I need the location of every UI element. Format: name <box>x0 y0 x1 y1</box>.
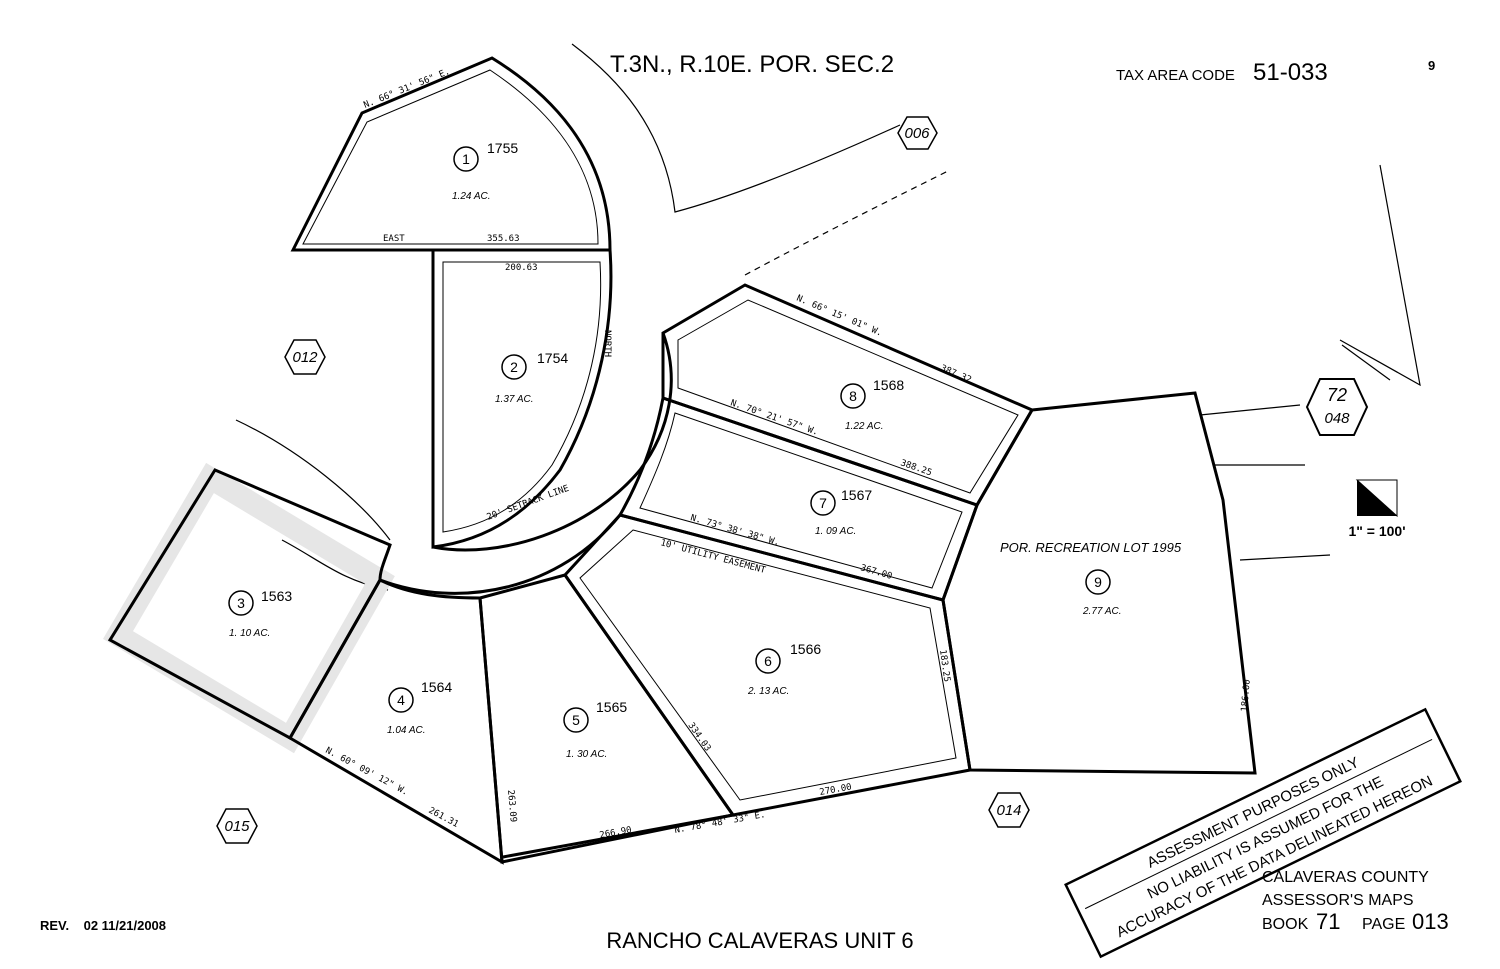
parcel-7-label[interactable]: 7 1567 1. 09 AC. <box>810 487 872 537</box>
dim-label: N. 73° 38' 38" W. <box>689 513 780 548</box>
parcel-1-boundary <box>290 56 612 252</box>
hex-label-015: 015 <box>224 818 250 835</box>
revision-note: REV. 02 11/21/2008 <box>40 918 166 933</box>
hex-marker-015[interactable]: 015 <box>216 808 258 844</box>
hex-label-012: 012 <box>292 349 318 366</box>
north-arrow-icon <box>1355 479 1398 518</box>
dim-label: N. 66° 31' 56" E. <box>362 67 451 111</box>
parcel-5-label[interactable]: 5 1565 1. 30 AC. <box>563 699 627 760</box>
parcel-number: 6 <box>764 653 772 669</box>
dim-label: N. 70° 21' 57" W. <box>729 398 819 437</box>
road-lines <box>235 43 1421 591</box>
parcel-lot: 1568 <box>873 377 904 393</box>
parcel-9-boundary <box>941 391 1257 775</box>
hex-label-72: 72 <box>1327 385 1347 405</box>
parcel-acres: 1.37 AC. <box>495 394 534 405</box>
parcel-4-boundary <box>287 578 504 865</box>
parcel-lot: 1564 <box>421 679 452 695</box>
parcel-number: 4 <box>397 692 405 708</box>
dim-label: 263.09 <box>505 789 518 822</box>
dim-label: N. 66° 15' 01" W. <box>795 294 884 339</box>
page-label: PAGE <box>1362 916 1405 933</box>
parcel-1-label[interactable]: 1 1755 1.24 AC. <box>452 140 518 202</box>
parcel-lot-label: POR. RECREATION LOT 1995 <box>1000 540 1182 555</box>
parcel-6-boundary <box>563 513 972 817</box>
parcel-3-boundary <box>107 468 392 741</box>
hex-label-014: 014 <box>996 802 1021 819</box>
parcel-number: 7 <box>819 495 827 511</box>
parcel-acres: 2. 13 AC. <box>747 686 789 697</box>
book-label: BOOK <box>1262 916 1309 933</box>
parcel-acres: 1.04 AC. <box>387 725 426 736</box>
parcel-2-boundary <box>431 248 613 549</box>
parcel-number: 8 <box>849 388 857 404</box>
parcel-boundaries <box>107 56 1257 865</box>
parcel-acres: 1.22 AC. <box>845 421 884 432</box>
book-number: 71 <box>1316 909 1340 934</box>
parcel-6-label[interactable]: 6 1566 2. 13 AC. <box>747 641 821 697</box>
parcel-acres: 2.77 AC. <box>1082 606 1122 617</box>
parcel-number: 2 <box>510 359 518 375</box>
dim-label: 355.63 <box>487 234 520 244</box>
parcel-lot: 1565 <box>596 699 627 715</box>
parcel-8-label[interactable]: 8 1568 1.22 AC. <box>840 377 904 432</box>
dimension-labels: EAST 355.63 200.63 N. 66° 31' 56" E. NOR… <box>324 67 1253 841</box>
parcel-lot: 1754 <box>537 350 568 366</box>
corner-number: 9 <box>1428 58 1435 73</box>
tax-area-label: TAX AREA CODE <box>1116 67 1235 84</box>
parcel-2-label[interactable]: 2 1754 1.37 AC. <box>495 350 568 405</box>
dim-label: N. 60° 09' 12" W. <box>324 746 410 798</box>
parcel-acres: 1. 09 AC. <box>815 526 856 537</box>
parcel-lot: 1563 <box>261 588 292 604</box>
dim-label: 388.25 <box>899 458 933 478</box>
dim-label: NORTH <box>602 330 612 357</box>
hex-label-006: 006 <box>904 125 930 142</box>
parcel-lot: 1755 <box>487 140 518 156</box>
parcel-number: 9 <box>1094 574 1102 590</box>
subdivision-title: RANCHO CALAVERAS UNIT 6 <box>606 928 913 953</box>
parcel-number: 5 <box>572 712 580 728</box>
parcel-lot: 1567 <box>841 487 872 503</box>
parcel-3-label[interactable]: 3 1563 1. 10 AC. <box>228 588 292 639</box>
parcel-number: 1 <box>462 151 470 167</box>
hex-marker-006[interactable]: 006 <box>897 116 938 150</box>
hex-marker-72-048[interactable]: 72 048 <box>1305 378 1369 436</box>
township-title: T.3N., R.10E. POR. SEC.2 <box>610 51 894 78</box>
county-label: CALAVERAS COUNTY <box>1262 869 1429 886</box>
page-number: 013 <box>1412 909 1449 934</box>
parcel-acres: 1. 30 AC. <box>566 749 607 760</box>
scale-label: 1" = 100' <box>1348 523 1405 539</box>
dim-label: 387.32 <box>939 364 973 386</box>
parcel-number: 3 <box>237 595 245 611</box>
highlight-parcel-3 <box>103 462 395 754</box>
parcel-acres: 1. 10 AC. <box>229 628 270 639</box>
tax-area-code: 51-033 <box>1253 59 1328 86</box>
hex-label-048: 048 <box>1324 410 1350 427</box>
parcel-4-label[interactable]: 4 1564 1.04 AC. <box>387 679 452 736</box>
hex-marker-012[interactable]: 012 <box>284 339 326 375</box>
dim-label: N. 78° 48' 33" E. <box>674 810 766 836</box>
parcel-acres: 1.24 AC. <box>452 191 491 202</box>
dim-label: 200.63 <box>505 263 538 273</box>
parcel-9-label[interactable]: POR. RECREATION LOT 1995 9 2.77 AC. <box>1000 540 1182 617</box>
dim-label: 183.25 <box>937 649 951 683</box>
dim-label: EAST <box>383 234 405 244</box>
dim-label: 186.00 <box>1240 679 1253 712</box>
dim-label: 334.03 <box>686 721 713 753</box>
parcel-lot: 1566 <box>790 641 821 657</box>
hex-marker-014[interactable]: 014 <box>988 792 1030 828</box>
dim-label: 10' UTILITY EASEMENT <box>659 538 767 576</box>
dim-label: 20' SETBACK LINE <box>486 484 571 523</box>
assessor-maps-label: ASSESSOR'S MAPS <box>1262 892 1414 909</box>
